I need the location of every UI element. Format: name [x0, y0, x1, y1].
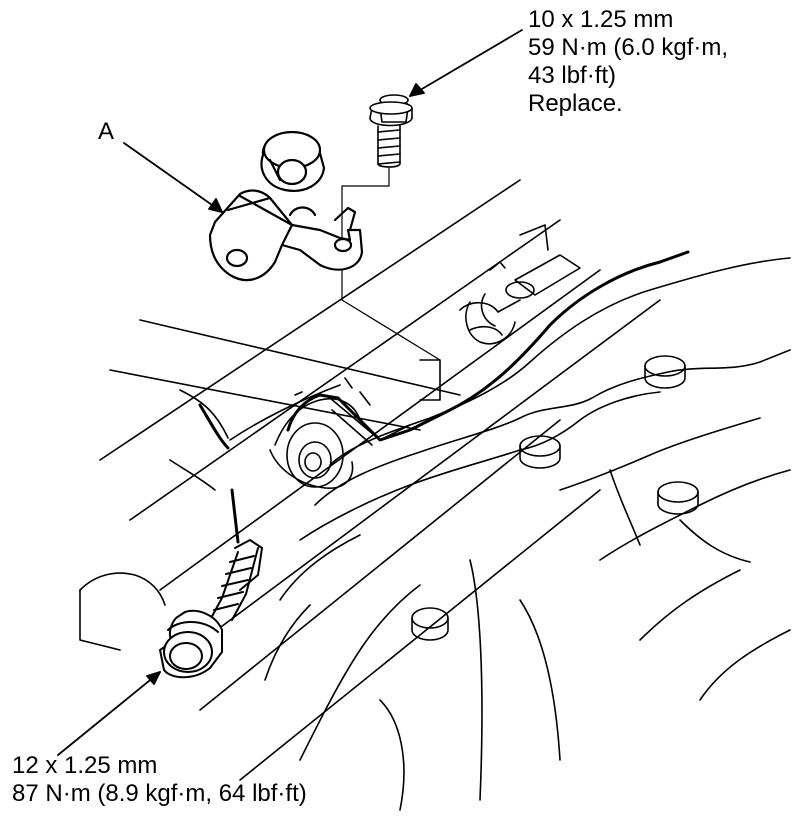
- transmission-housing: [264, 257, 791, 811]
- top-bolt-torque-imperial: 43 lbf·ft): [528, 62, 617, 89]
- rubber-washer: [260, 130, 326, 192]
- housing-bosses: [411, 281, 699, 641]
- part-outline: [198, 250, 690, 544]
- top-bolt-spec-label: 10 x 1.25 mm 59 N·m (6.0 kgf·m, 43 lbf·f…: [528, 6, 728, 118]
- top-bolt-note: Replace.: [528, 90, 623, 117]
- top-bolt-torque: 59 N·m (6.0 kgf·m,: [528, 34, 729, 61]
- bottom-bolt-torque: 87 N·m (8.9 kgf·m, 64 lbf·ft): [12, 780, 307, 807]
- bottom-bolt: [159, 539, 263, 679]
- top-bolt: [369, 94, 413, 168]
- frame-members: [79, 179, 661, 781]
- part-a-label: A: [98, 118, 115, 145]
- top-bolt-size: 10 x 1.25 mm: [528, 6, 674, 33]
- bracket-a: [208, 189, 364, 282]
- bottom-bolt-size: 12 x 1.25 mm: [12, 752, 158, 779]
- callout-arrows: [57, 29, 523, 756]
- bottom-bolt-spec-label: 12 x 1.25 mm 87 N·m (8.9 kgf·m, 64 lbf·f…: [12, 752, 307, 808]
- bushing-assembly: [459, 224, 581, 336]
